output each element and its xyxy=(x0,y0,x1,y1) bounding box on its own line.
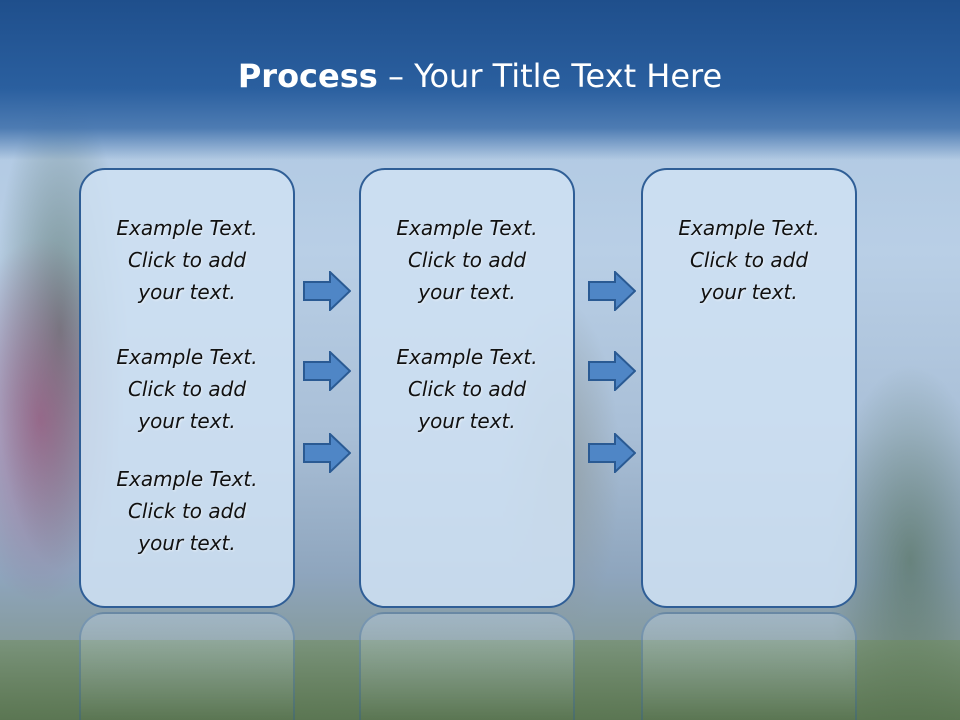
slide-title[interactable]: Process – Your Title Text Here xyxy=(0,54,960,98)
panel-1-text-2[interactable]: Example Text. Click to add your text. xyxy=(81,341,293,437)
process-panel-3[interactable]: Example Text. Click to add your text. xyxy=(641,168,857,608)
panel-1-reflection xyxy=(79,612,295,720)
text-line: Click to add xyxy=(407,248,527,272)
text-line: Click to add xyxy=(407,377,527,401)
text-line: Example Text. xyxy=(396,216,538,240)
panel-2-text-1[interactable]: Example Text. Click to add your text. xyxy=(361,212,573,308)
text-line: Click to add xyxy=(127,499,247,523)
panel-3-reflection xyxy=(641,612,857,720)
slide-title-rest: – Your Title Text Here xyxy=(377,57,723,95)
text-line: Example Text. xyxy=(116,216,258,240)
text-line: your text. xyxy=(138,280,236,304)
right-arrow-icon[interactable] xyxy=(303,433,351,473)
text-line: Click to add xyxy=(127,248,247,272)
text-line: Click to add xyxy=(127,377,247,401)
panel-1-text-3[interactable]: Example Text. Click to add your text. xyxy=(81,463,293,559)
right-arrow-icon[interactable] xyxy=(303,271,351,311)
slide-title-bold: Process xyxy=(237,57,378,95)
process-panel-2[interactable]: Example Text. Click to add your text. Ex… xyxy=(359,168,575,608)
text-line: Click to add xyxy=(689,248,809,272)
text-line: your text. xyxy=(138,409,236,433)
title-bar xyxy=(0,0,960,160)
panel-3-text-1[interactable]: Example Text. Click to add your text. xyxy=(643,212,855,308)
panel-2-text-2[interactable]: Example Text. Click to add your text. xyxy=(361,341,573,437)
text-line: your text. xyxy=(138,531,236,555)
process-panel-1[interactable]: Example Text. Click to add your text. Ex… xyxy=(79,168,295,608)
text-line: your text. xyxy=(700,280,798,304)
right-arrow-icon[interactable] xyxy=(588,433,636,473)
text-line: Example Text. xyxy=(678,216,820,240)
text-line: Example Text. xyxy=(116,467,258,491)
right-arrow-icon[interactable] xyxy=(303,351,351,391)
right-arrow-icon[interactable] xyxy=(588,271,636,311)
right-arrow-icon[interactable] xyxy=(588,351,636,391)
panel-2-reflection xyxy=(359,612,575,720)
text-line: your text. xyxy=(418,280,516,304)
text-line: Example Text. xyxy=(396,345,538,369)
text-line: Example Text. xyxy=(116,345,258,369)
background-lawn xyxy=(0,640,960,720)
panel-1-text-1[interactable]: Example Text. Click to add your text. xyxy=(81,212,293,308)
text-line: your text. xyxy=(418,409,516,433)
